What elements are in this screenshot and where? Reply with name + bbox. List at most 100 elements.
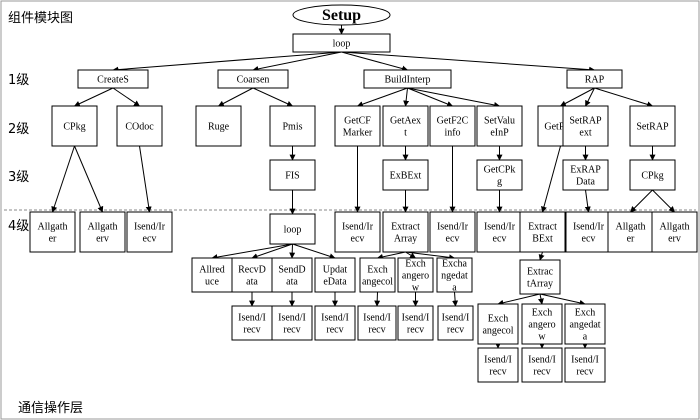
node-box-isend_exr2 xyxy=(521,347,563,383)
node-label-creates: CreateS xyxy=(97,75,129,86)
node-line: Allred xyxy=(199,265,225,276)
edges xyxy=(51,25,675,349)
node-line: BExt xyxy=(532,234,553,245)
node-line: ext xyxy=(579,128,591,139)
node-line: Marker xyxy=(343,128,373,139)
edge-cpkg-allgather1 xyxy=(51,145,75,213)
node-line: Extract xyxy=(391,222,420,233)
node-box-exrapdata xyxy=(562,159,609,191)
node-box-isend_setrapext xyxy=(565,211,612,253)
node-pmis: Pmis xyxy=(269,105,316,147)
node-box-isend_exd2 xyxy=(564,347,606,383)
edge-rap-setrapext xyxy=(585,87,595,107)
node-line: angero xyxy=(528,320,555,331)
node-line: erv xyxy=(96,234,109,245)
node-line: Isend/I xyxy=(484,355,512,366)
node-line: ecv xyxy=(351,234,365,245)
node-box-extractarray2 xyxy=(519,259,561,295)
node-line: angedat xyxy=(569,320,600,331)
node-line: ecv xyxy=(493,234,507,245)
node-line: tArray xyxy=(527,279,553,290)
node-line: Isend/Ir xyxy=(484,222,516,233)
node-label-loop2: loop xyxy=(284,225,302,236)
edge-buildinterp-getf2cinfo xyxy=(407,87,454,107)
node-line: ata xyxy=(246,277,258,288)
node-buildinterp: BuildInterp xyxy=(363,69,452,89)
edge-buildinterp-setvalueinp xyxy=(407,87,501,108)
node-line: Exch xyxy=(532,308,553,319)
node-box-pmis xyxy=(269,105,316,147)
node-cpkg2: CPkg xyxy=(629,159,676,191)
edge-loop-coarsen xyxy=(252,51,342,72)
node-box-cpkg2 xyxy=(629,159,676,191)
edge-loop-creates xyxy=(112,51,342,73)
node-line: angecol xyxy=(482,326,513,337)
node-label-ruge: Ruge xyxy=(208,122,230,133)
edge-loop-rap xyxy=(341,51,596,73)
node-line: Isend/Ir xyxy=(342,222,374,233)
node-line: Isend/I xyxy=(321,313,349,324)
node-line: er xyxy=(627,234,635,245)
level-4-label: 4级 xyxy=(8,219,29,234)
node-box-loop xyxy=(292,33,391,53)
node-box-loop2 xyxy=(269,213,316,245)
node-line: eInP xyxy=(490,128,509,139)
edge-loop2-recvdata xyxy=(251,243,293,260)
node-rap: RAP xyxy=(566,69,623,89)
node-line: er xyxy=(49,234,57,245)
node-label-coarsen: Coarsen xyxy=(237,75,270,86)
node-box-setrap xyxy=(629,105,676,147)
node-ruge: Ruge xyxy=(195,105,242,147)
node-line: GetF2C xyxy=(437,116,469,127)
node-line: erv xyxy=(668,234,681,245)
node-line: CreateS xyxy=(97,75,129,86)
node-line: ecv xyxy=(582,234,596,245)
node-loop: loop xyxy=(292,33,391,53)
node-line: Pmis xyxy=(282,122,302,133)
node-label-getpext: GetPext xyxy=(544,122,576,133)
node-box-ruge xyxy=(195,105,242,147)
node-box-getcfmarker xyxy=(334,105,381,147)
edge-extractarray2-exchangerow2 xyxy=(537,293,544,305)
edge-loop2-allreduce xyxy=(211,243,293,261)
node-box-isend_recv xyxy=(231,305,273,341)
node-line: a xyxy=(583,332,588,343)
edge-rap-getpext xyxy=(559,87,595,107)
node-box-setup xyxy=(292,4,391,26)
edge-coarsen-pmis xyxy=(252,87,294,107)
node-line: recv xyxy=(489,367,506,378)
node-label-rap: RAP xyxy=(585,75,605,86)
node-line: GetCF xyxy=(344,116,371,127)
node-box-allgather1 xyxy=(29,211,76,253)
node-line: Array xyxy=(394,234,417,245)
node-box-exbext xyxy=(382,159,429,191)
communication-layer-label: 通信操作层 xyxy=(18,400,83,416)
node-box-getcpkg xyxy=(476,159,523,191)
